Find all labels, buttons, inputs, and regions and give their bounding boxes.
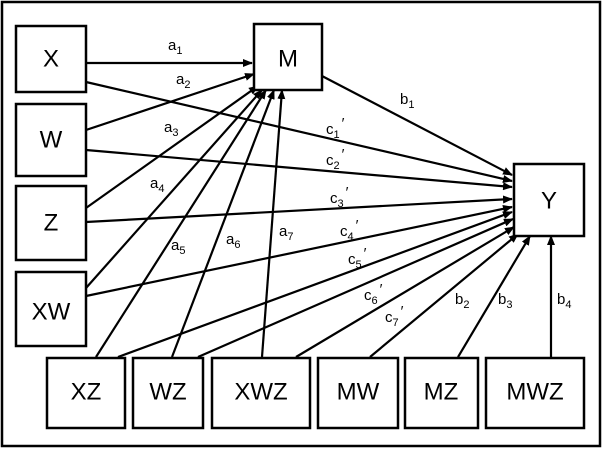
edge-c1 bbox=[85, 80, 513, 183]
node-label-MW: MW bbox=[337, 379, 380, 406]
label-c2: c2′ bbox=[326, 146, 345, 172]
edge-b2 bbox=[369, 233, 519, 358]
label-a7: a7 bbox=[279, 223, 293, 243]
label-c7: c7′ bbox=[385, 303, 404, 329]
edge-b3 bbox=[457, 235, 531, 358]
edge-a7 bbox=[260, 89, 286, 358]
label-a5: a5 bbox=[171, 237, 185, 257]
node-M: M bbox=[252, 22, 324, 92]
nodes-group: X W Z XW M Y XZ WZ bbox=[14, 22, 586, 430]
edge-c4 bbox=[85, 204, 513, 298]
label-a1: a1 bbox=[168, 37, 182, 57]
node-label-W: W bbox=[40, 127, 63, 154]
edge-c2 bbox=[85, 148, 513, 191]
node-MZ: MZ bbox=[403, 356, 480, 430]
label-a2: a2 bbox=[176, 71, 190, 91]
node-label-MWZ: MWZ bbox=[506, 379, 563, 406]
label-c1: c1′ bbox=[326, 115, 345, 141]
node-X: X bbox=[14, 24, 88, 94]
label-c5: c5′ bbox=[348, 245, 367, 271]
node-WZ: WZ bbox=[131, 356, 205, 430]
node-W: W bbox=[14, 102, 88, 178]
edge-c5 bbox=[117, 210, 513, 359]
edge-a5 bbox=[95, 89, 267, 358]
node-label-X: X bbox=[43, 46, 59, 73]
node-XWZ: XWZ bbox=[210, 356, 312, 430]
label-c4: c4′ bbox=[340, 217, 359, 243]
node-XZ: XZ bbox=[45, 356, 127, 430]
node-label-Z: Z bbox=[44, 210, 59, 237]
label-b1: b1 bbox=[400, 91, 414, 111]
label-a6: a6 bbox=[226, 231, 240, 251]
edge-c3 bbox=[85, 195, 513, 224]
node-label-Y: Y bbox=[541, 188, 557, 215]
edge-labels-group: a1 a2 a3 a4 a5 a6 a7 b1 b2 b3 b4 c1′ c2′… bbox=[150, 37, 571, 329]
node-Y: Y bbox=[512, 162, 586, 238]
node-MW: MW bbox=[316, 356, 400, 430]
node-label-WZ: WZ bbox=[149, 379, 186, 406]
node-label-M: M bbox=[278, 46, 298, 73]
node-Z: Z bbox=[14, 184, 88, 262]
edge-a3 bbox=[85, 85, 259, 209]
label-b2: b2 bbox=[455, 291, 469, 311]
node-label-XZ: XZ bbox=[71, 379, 102, 406]
node-label-MZ: MZ bbox=[424, 379, 459, 406]
label-a3: a3 bbox=[164, 119, 178, 139]
label-b4: b4 bbox=[557, 291, 571, 311]
node-label-XW: XW bbox=[32, 299, 71, 326]
label-c3: c3′ bbox=[330, 184, 349, 210]
label-c6: c6′ bbox=[364, 281, 383, 307]
edge-c7 bbox=[295, 226, 515, 358]
node-XW: XW bbox=[14, 270, 88, 348]
label-a4: a4 bbox=[150, 175, 164, 195]
node-MWZ: MWZ bbox=[484, 356, 586, 430]
edge-c6 bbox=[197, 217, 514, 359]
label-b3: b3 bbox=[498, 291, 512, 311]
edges-group bbox=[85, 59, 555, 359]
edge-a6 bbox=[170, 89, 276, 358]
edge-a4 bbox=[85, 89, 263, 289]
edge-b1 bbox=[321, 75, 513, 176]
node-label-XWZ: XWZ bbox=[234, 379, 287, 406]
